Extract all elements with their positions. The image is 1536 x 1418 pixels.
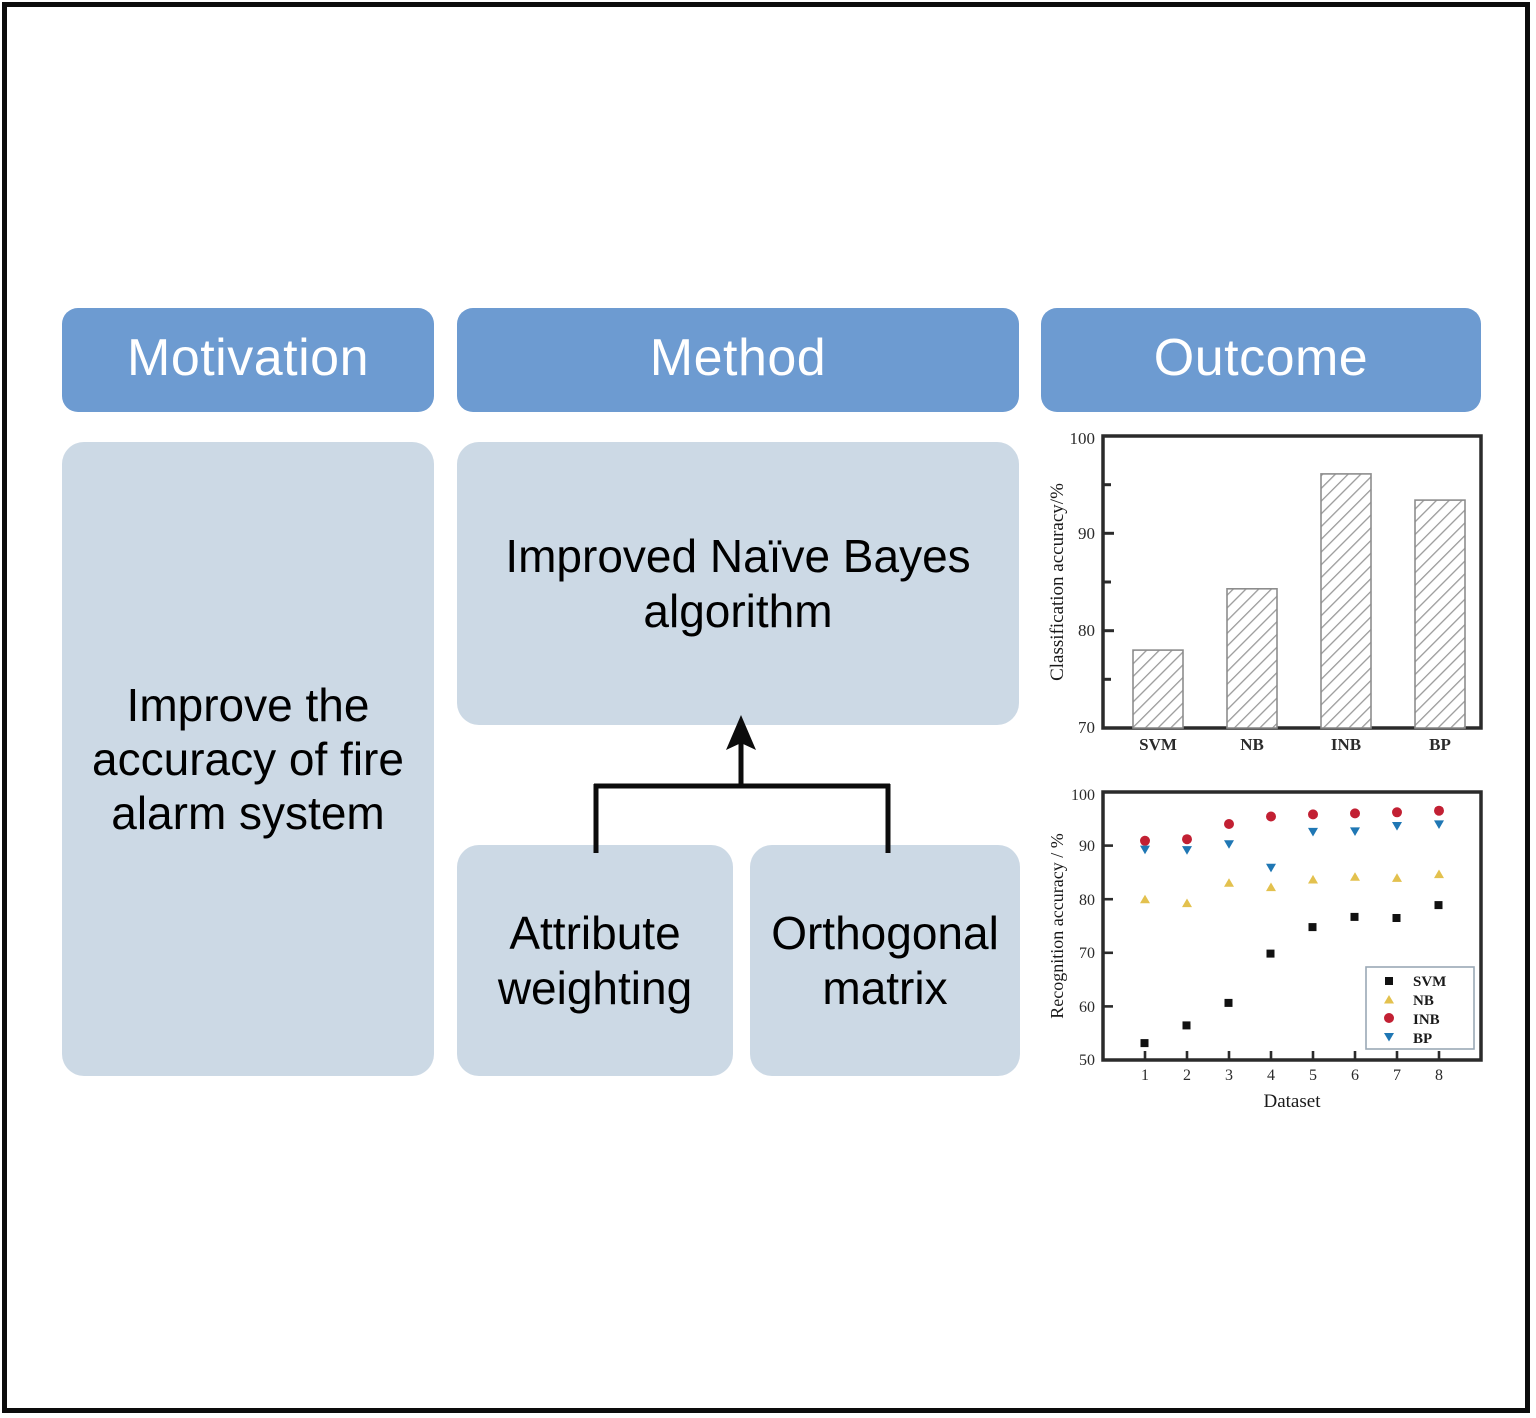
bar-inb (1320, 473, 1372, 729)
method-sub-box-orthogonal-matrix: Orthogonal matrix (750, 845, 1020, 1076)
scatter-y-axis-title: Recognition accuracy / % (1047, 833, 1067, 1018)
series-inb (1140, 805, 1444, 846)
svg-text:80: 80 (1078, 621, 1095, 640)
svg-text:7: 7 (1393, 1067, 1401, 1084)
method-column-header: Method (457, 308, 1019, 412)
svg-text:6: 6 (1351, 1067, 1359, 1084)
scatter-x-axis-title: Dataset (1264, 1091, 1322, 1112)
svg-text:INB: INB (1413, 1012, 1440, 1028)
method-main-box: Improved Naïve Bayes algorithm (457, 442, 1019, 725)
motivation-body-text: Improve the accuracy of fire alarm syste… (62, 442, 434, 1076)
scatter-x-axis: 1 2 3 4 5 6 7 8 (1141, 1051, 1443, 1084)
svg-text:70: 70 (1078, 718, 1095, 737)
bar-chart: 100 90 80 70 Classification accuracy/% S… (1047, 429, 1483, 754)
svg-text:NB: NB (1413, 993, 1434, 1009)
svg-text:100: 100 (1070, 429, 1096, 448)
method-sub-box-attribute-weighting: Attribute weighting (457, 845, 733, 1076)
svg-text:BP: BP (1413, 1031, 1432, 1047)
svg-text:4: 4 (1267, 1067, 1275, 1084)
bar-label-svm: SVM (1139, 735, 1177, 754)
motivation-column-header: Motivation (62, 308, 434, 412)
svg-text:1: 1 (1141, 1067, 1149, 1084)
scatter-chart: 100 90 80 70 60 50 Recognition accuracy … (1047, 787, 1483, 1112)
bar-svm (1132, 649, 1184, 729)
bar-bp (1414, 499, 1466, 729)
svg-text:80: 80 (1079, 892, 1095, 909)
svg-text:50: 50 (1079, 1052, 1095, 1069)
svg-text:2: 2 (1183, 1067, 1191, 1084)
scatter-legend: SVM NB INB BP (1365, 966, 1475, 1050)
scatter-y-axis: 100 90 80 70 60 50 (1071, 787, 1113, 1069)
bar-chart-y-axis: 100 90 80 70 (1070, 429, 1114, 737)
svg-text:100: 100 (1071, 787, 1095, 804)
bar-nb (1226, 588, 1278, 729)
svg-text:3: 3 (1225, 1067, 1233, 1084)
series-bp (1140, 820, 1444, 873)
series-nb (1140, 869, 1444, 908)
bar-label-nb: NB (1240, 735, 1264, 754)
svg-text:8: 8 (1435, 1067, 1443, 1084)
svg-text:60: 60 (1079, 999, 1095, 1016)
svg-text:90: 90 (1079, 838, 1095, 855)
svg-text:70: 70 (1079, 945, 1095, 962)
series-svm (1140, 901, 1443, 1048)
bar-chart-y-axis-title: Classification accuracy/% (1047, 483, 1068, 681)
bar-label-inb: INB (1331, 735, 1361, 754)
svg-text:SVM: SVM (1413, 974, 1446, 990)
outcome-column-header: Outcome (1041, 308, 1481, 412)
svg-text:5: 5 (1309, 1067, 1317, 1084)
svg-text:90: 90 (1078, 524, 1095, 543)
bar-label-bp: BP (1429, 735, 1451, 754)
